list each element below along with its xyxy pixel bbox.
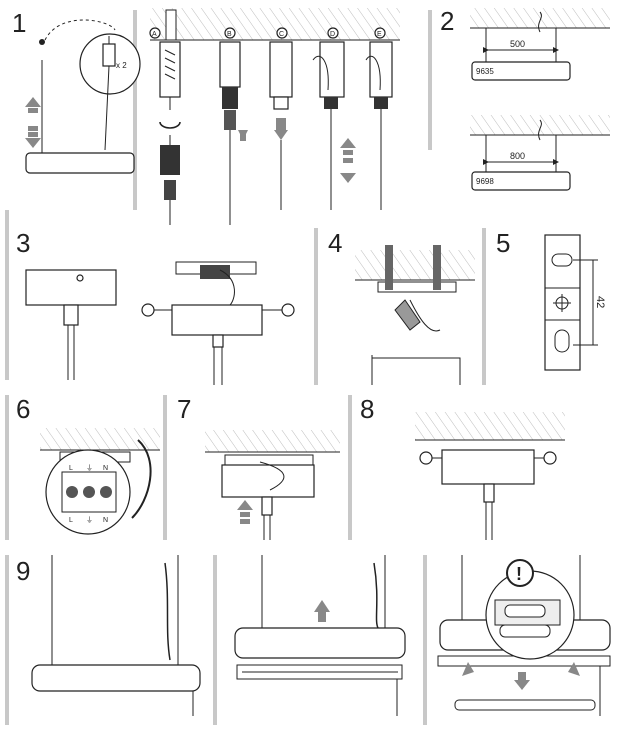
step7-panel (205, 430, 340, 540)
canopy (25, 269, 117, 306)
led-tube (454, 699, 596, 711)
warning-icon (506, 559, 534, 587)
bottom-model-label: 9698 (476, 177, 494, 186)
bracket-dimension-label: 42 (594, 296, 606, 308)
step6-panel: L ⏚ N L ⏚ N (40, 428, 160, 535)
step-number-1: 1 (12, 8, 26, 38)
terminal-top-earth: ⏚ (86, 464, 93, 472)
terminal-top-l: L (69, 465, 73, 472)
quantity-label: x 2 (116, 61, 127, 70)
step5-panel: 42 (544, 234, 606, 371)
top-model-label: 9635 (476, 67, 494, 76)
down-arrow-icon (514, 680, 530, 690)
terminal-bottom-earth: ⏚ (86, 516, 93, 524)
top-lamp-body (471, 61, 571, 81)
step4-panel (355, 245, 475, 385)
step7-canopy (221, 464, 315, 498)
step9-lamp-body-b (234, 627, 406, 659)
step9-panel: ! (31, 555, 611, 716)
variant-labels: A B C D E (149, 27, 386, 39)
lamp-body (25, 152, 135, 174)
variant-a-dowel (159, 9, 181, 225)
panel-separators (5, 10, 486, 725)
variant-b-label: B (227, 31, 232, 38)
variant-e-fixture (365, 41, 393, 210)
variant-a-label: A (152, 31, 157, 38)
terminal-top-n: N (103, 465, 108, 472)
step-number-4: 4 (328, 228, 342, 258)
step-number-8: 8 (360, 394, 374, 424)
ceiling-hatch-step1 (150, 8, 400, 40)
bottom-distance-label: 800 (510, 151, 525, 161)
canopy-open (171, 304, 263, 336)
step-number-6: 6 (16, 394, 30, 424)
variant-d-fixture (312, 41, 356, 210)
step8-canopy (441, 449, 535, 485)
up-down-arrow-icon (25, 97, 41, 148)
step-number-2: 2 (440, 6, 454, 36)
step-number-5: 5 (496, 228, 510, 258)
variant-e-label: E (377, 31, 382, 38)
terminal-bottom-n: N (103, 517, 108, 524)
variant-d-label: D (330, 31, 335, 38)
step3-panel (25, 261, 295, 385)
step-number-9: 9 (16, 556, 30, 586)
variant-c-fixture (269, 41, 293, 210)
top-distance-label: 500 (510, 39, 525, 49)
up-arrow-icon (314, 600, 330, 612)
anchor-point (39, 39, 45, 45)
step2-panel: 500 9635 800 9698 (470, 8, 610, 191)
terminal-bottom-l: L (69, 517, 73, 524)
wire-gripper (102, 43, 116, 67)
step8-panel (415, 412, 565, 540)
warning-symbol: ! (516, 564, 522, 584)
step-number-7: 7 (177, 394, 191, 424)
step-number-3: 3 (16, 228, 30, 258)
bottom-lamp-body (471, 171, 571, 191)
step9-lamp-body-a (31, 664, 201, 692)
variant-b-fixture (219, 41, 248, 225)
step1-panel: x 2 (25, 19, 141, 174)
variant-c-label: C (279, 31, 284, 38)
